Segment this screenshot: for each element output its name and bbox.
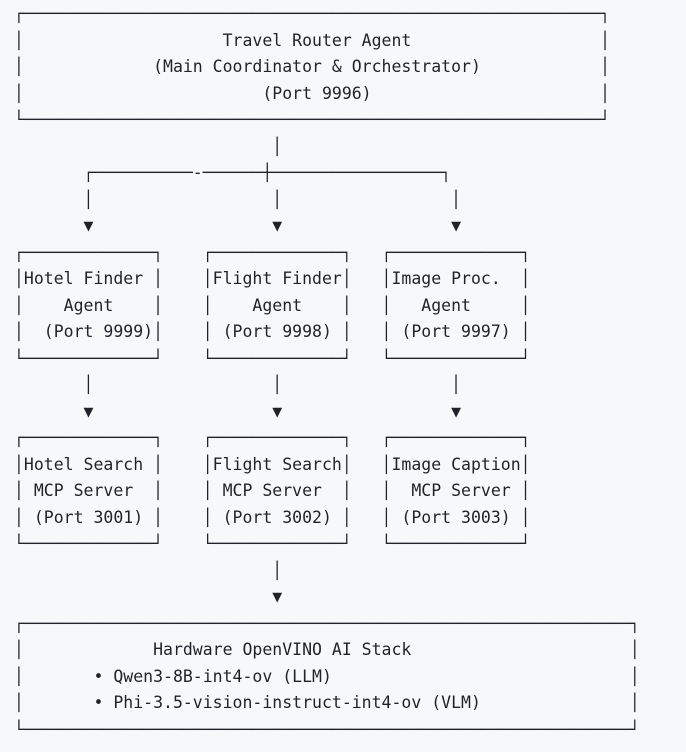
agent-boxes-top-border: ┌─────────────┐ ┌─────────────┐ ┌───────… [14, 242, 531, 262]
router-box-port: │ (Port 9996) │ [14, 83, 611, 103]
agent-boxes-bottom-border: └─────────────┘ └─────────────┘ └───────… [14, 348, 531, 368]
agent-boxes-port: │ (Port 9999)│ │ (Port 9998) │ │ (Port 9… [14, 322, 531, 341]
connector-vertical: │ [14, 560, 283, 580]
agent-boxes-title: │Hotel Finder │ │Flight Finder│ │Image P… [14, 269, 531, 288]
connector-vertical: │ [14, 136, 283, 156]
router-box-subtitle: │ (Main Coordinator & Orchestrator) │ [14, 57, 611, 76]
connector-verticals: │ │ │ [14, 189, 462, 209]
hardware-box-llm-item: │ • Qwen3-8B-int4-ov (LLM) │ [14, 666, 640, 686]
mcp-boxes-bottom-border: └─────────────┘ └─────────────┘ └───────… [14, 534, 531, 553]
connector-verticals: │ │ │ [14, 375, 462, 394]
connector-branch-line: ┌──────────-──────┼─────────────────┐ [14, 163, 452, 182]
hardware-box-title: │ Hardware OpenVINO AI Stack │ [14, 640, 640, 659]
hardware-box-vlm-item: │ • Phi-3.5-vision-instruct-int4-ov (VLM… [14, 693, 640, 712]
mcp-boxes-top-border: ┌─────────────┐ ┌─────────────┐ ┌───────… [14, 428, 531, 447]
arrow-down-icon: ▼ [14, 587, 283, 606]
hardware-box-bottom-border: └───────────────────────────────────────… [14, 719, 640, 739]
arrow-down-icons: ▼ ▼ ▼ [14, 401, 462, 421]
router-box-title: │ Travel Router Agent │ [14, 30, 611, 50]
arrow-down-icons: ▼ ▼ ▼ [14, 216, 462, 235]
mcp-boxes-port: │ (Port 3001) │ │ (Port 3002) │ │ (Port … [14, 507, 531, 527]
mcp-boxes-title: │Hotel Search │ │Flight Search│ │Image C… [14, 454, 531, 474]
router-box-top-border: ┌───────────────────────────────────────… [14, 4, 611, 23]
router-box-bottom-border: └───────────────────────────────────────… [14, 110, 611, 129]
agent-boxes-subtitle: │ Agent │ │ Agent │ │ Agent │ [14, 295, 531, 315]
hardware-box-top-border: ┌───────────────────────────────────────… [14, 613, 640, 633]
mcp-boxes-subtitle: │ MCP Server │ │ MCP Server │ │ MCP Serv… [14, 481, 531, 500]
